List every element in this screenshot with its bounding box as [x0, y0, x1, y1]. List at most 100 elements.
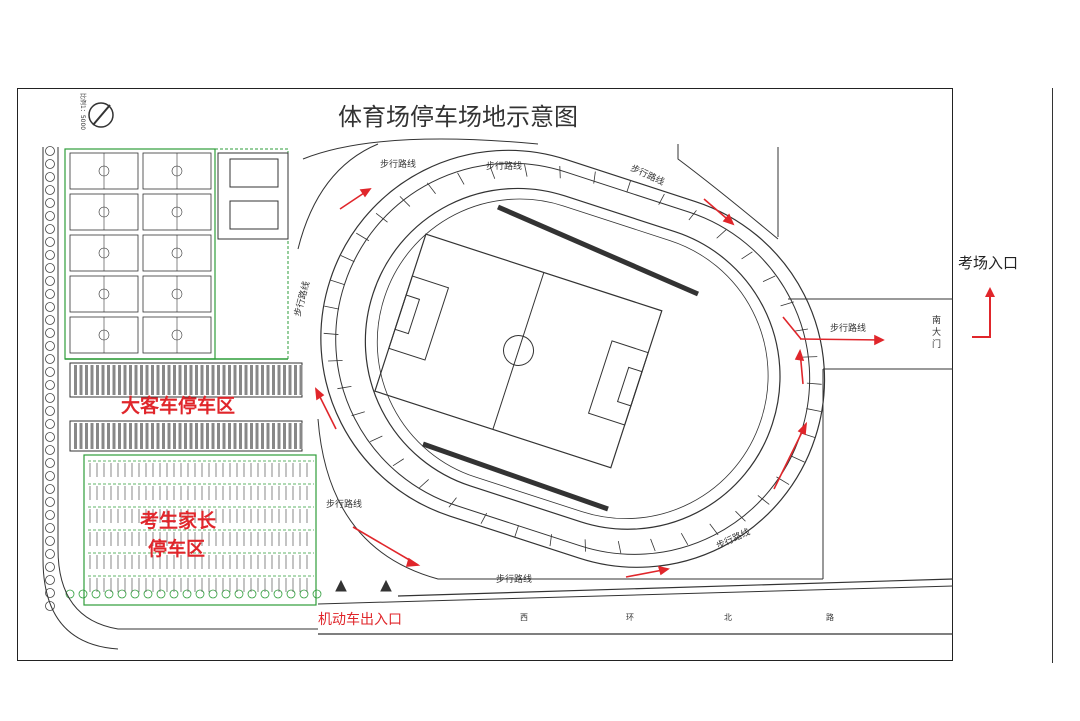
tree-icon: [45, 367, 55, 377]
tree-icon: [45, 393, 55, 403]
stand-divider: [514, 525, 519, 537]
parking-space: [250, 423, 253, 449]
parking-space: [299, 365, 303, 395]
parking-space: [239, 365, 242, 395]
tree-icon: [45, 575, 55, 585]
stand-divider: [688, 210, 697, 221]
bus-parking-zone: [69, 362, 303, 452]
tree-icon: [45, 536, 55, 546]
map-sheet: 体育场停车场地示意图 比例1：5000 大客车停车区 考生家长 停车区: [17, 88, 954, 661]
parking-space: [217, 423, 220, 449]
parking-space: [178, 365, 182, 395]
tree-icon: [45, 523, 55, 533]
parking-space: [96, 423, 99, 449]
stand-divider: [337, 386, 352, 390]
parking-space: [200, 365, 204, 395]
parking-space: [162, 365, 165, 395]
tree-icon: [78, 589, 88, 599]
stand-divider: [549, 534, 553, 547]
tree-icon: [45, 562, 55, 572]
stand-divider: [324, 305, 340, 310]
tree-icon: [45, 419, 55, 429]
stand-divider: [323, 332, 339, 335]
stand-divider: [356, 232, 370, 242]
tree-icon: [45, 263, 55, 273]
tree-icon: [45, 601, 55, 611]
stand-divider: [524, 164, 528, 177]
scale-note: 比例1：5000: [79, 93, 87, 130]
stand-divider: [790, 455, 805, 463]
parking-space: [244, 423, 248, 449]
parking-space: [294, 365, 297, 395]
parking-space: [134, 423, 138, 449]
stand-divider: [340, 255, 355, 263]
parking-space: [101, 365, 105, 395]
stand-divider: [457, 172, 465, 185]
tree-icon: [45, 588, 55, 598]
bus-parking-label: 大客车停车区: [121, 394, 235, 417]
tree-icon: [104, 589, 114, 599]
parking-space: [244, 365, 248, 395]
stand-divider: [806, 408, 822, 412]
parking-space: [156, 365, 160, 395]
stadium-map: 体育场停车场地示意图 比例1：5000 大客车停车区 考生家长 停车区: [42, 93, 954, 650]
stand-divider: [370, 435, 383, 442]
stand-divider: [489, 166, 496, 179]
tree-icon: [299, 589, 309, 599]
parking-space: [239, 423, 242, 449]
tree-icon: [45, 497, 55, 507]
parking-space: [79, 365, 83, 395]
parking-space: [118, 423, 121, 449]
parking-space: [145, 365, 149, 395]
parent-parking-label-2: 停车区: [148, 537, 205, 560]
tree-icon: [45, 159, 55, 169]
parking-space: [145, 423, 149, 449]
stand-divider: [448, 497, 457, 508]
exam-entrance-arrow-icon: [972, 287, 995, 338]
tree-icon: [45, 484, 55, 494]
parking-space: [118, 365, 121, 395]
parking-space: [167, 365, 171, 395]
walkway-label-bottom-right: 步行路线: [714, 526, 752, 552]
stand-divider: [392, 458, 405, 467]
tree-icon: [45, 328, 55, 338]
map-title: 体育场停车场地示意图: [338, 103, 578, 131]
parking-space: [272, 365, 275, 395]
tree-icon: [45, 198, 55, 208]
tree-icon: [45, 432, 55, 442]
tree-icon: [45, 445, 55, 455]
tree-icon: [45, 406, 55, 416]
stand-divider: [735, 510, 746, 522]
football-pitch: [374, 233, 663, 469]
parking-space: [173, 423, 176, 449]
parking-space: [222, 365, 226, 395]
tree-icon: [195, 589, 205, 599]
stand-divider: [806, 382, 822, 385]
tree-icon: [45, 250, 55, 260]
tree-icon: [45, 276, 55, 286]
walk-route-arrows: [315, 188, 885, 578]
stand-divider: [802, 356, 818, 358]
south-gate-char-3: 门: [932, 338, 941, 350]
west-ring-north-road: [317, 578, 954, 635]
stand-divider: [480, 512, 488, 524]
tree-icon: [286, 589, 296, 599]
parking-space: [211, 423, 215, 449]
tree-icon: [45, 185, 55, 195]
sports-courts: [64, 148, 289, 360]
road-char-3: 北: [724, 613, 732, 622]
parent-parking-zone: [83, 454, 317, 606]
parking-space: [272, 423, 275, 449]
parking-space: [162, 423, 165, 449]
parking-space: [90, 423, 94, 449]
south-gate-char-1: 南: [932, 314, 941, 326]
south-gate-char-2: 大: [932, 326, 941, 338]
parking-space: [228, 423, 231, 449]
stand-divider: [584, 539, 586, 552]
stand-divider: [658, 193, 665, 205]
tree-icon: [208, 589, 218, 599]
parking-space: [123, 365, 127, 395]
tree-icon: [45, 224, 55, 234]
parking-space: [255, 365, 259, 395]
stand-divider: [617, 540, 622, 554]
